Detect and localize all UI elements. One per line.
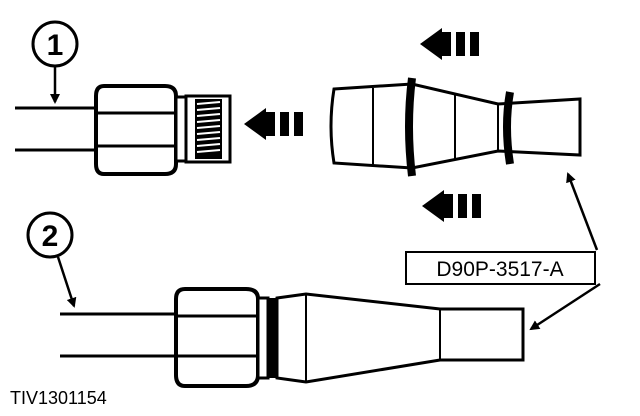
- hex-nut-2: [174, 287, 260, 388]
- figure-code: TIV1301154: [10, 388, 107, 408]
- callout-2-leader: [56, 256, 77, 308]
- part-number-label: D90P-3517-A: [436, 258, 563, 281]
- fitting-part: [329, 77, 582, 177]
- threaded-end-1: [184, 94, 232, 164]
- callout-2-label: 2: [42, 220, 59, 253]
- dashed-arrow-middle: [244, 108, 303, 140]
- hex-nut-1: [94, 84, 178, 176]
- dashed-arrow-top: [420, 28, 479, 60]
- installed-fitting: [275, 292, 525, 384]
- part-number-callout: D90P-3517-A: [405, 172, 601, 331]
- o-ring-front: [405, 77, 416, 177]
- tube-assembly-1: [15, 84, 232, 176]
- callout-2: 2: [26, 211, 77, 308]
- tube-assembly-2: [60, 287, 525, 388]
- part-number-box: [405, 251, 596, 285]
- callout-1-label: 1: [47, 29, 64, 62]
- part-number-leader-lower: [529, 282, 601, 331]
- o-ring-installed: [268, 298, 277, 378]
- dashed-arrow-bottom: [422, 190, 481, 222]
- washer-2: [256, 296, 270, 380]
- part-number-leader-upper: [566, 172, 599, 251]
- o-ring-rear: [503, 91, 514, 165]
- callout-1: 1: [31, 20, 79, 104]
